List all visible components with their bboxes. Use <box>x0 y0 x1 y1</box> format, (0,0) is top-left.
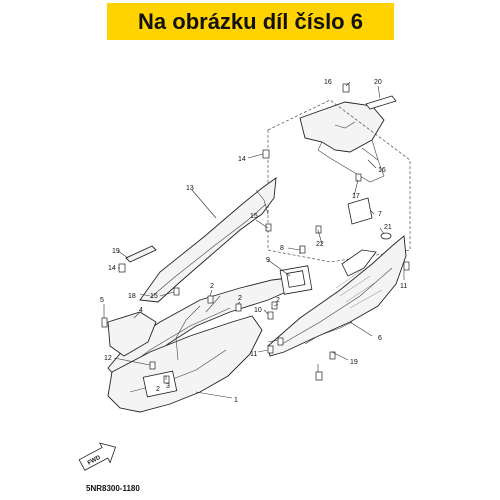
label-1: 1 <box>234 397 238 404</box>
assembly-outline-upper <box>267 99 411 263</box>
label-2-b: 2 <box>238 295 242 302</box>
label-15-lower: 15 <box>150 293 158 300</box>
part-labels: 16 20 14 16 17 13 15 7 21 22 8 9 19 14 1… <box>100 79 407 404</box>
fwd-arrow-icon: FWD <box>78 442 117 471</box>
label-19-right: 19 <box>350 359 358 366</box>
label-21: 21 <box>384 224 392 231</box>
label-22: 22 <box>316 241 324 248</box>
label-19-left: 19 <box>112 248 120 255</box>
label-14-top: 14 <box>238 156 246 163</box>
label-7: 7 <box>378 211 382 218</box>
part-9-handle-bracket[interactable] <box>279 265 313 295</box>
label-11-right: 11 <box>400 283 407 290</box>
label-16-right: 16 <box>378 167 386 174</box>
label-15-upper: 15 <box>250 213 258 220</box>
label-12: 12 <box>104 355 112 362</box>
label-6: 6 <box>378 335 382 342</box>
label-2-a: 2 <box>210 283 214 290</box>
part-20-emblem[interactable] <box>365 95 397 110</box>
leader-lines <box>103 81 405 399</box>
label-16-top: 16 <box>324 79 332 86</box>
label-5: 5 <box>100 297 104 304</box>
diagram-code: 5NR8300-1180 <box>86 484 140 493</box>
part-6-right-side-cover[interactable] <box>267 235 407 357</box>
label-3: 3 <box>166 383 170 390</box>
label-2-d: 2 <box>156 386 160 393</box>
label-20: 20 <box>374 79 382 86</box>
label-2-c: 2 <box>276 297 280 304</box>
label-13: 13 <box>186 185 194 192</box>
part-7-plate[interactable] <box>347 197 373 225</box>
banner-title: Na obrázku díl číslo 6 <box>138 8 363 34</box>
label-10: 10 <box>254 307 262 314</box>
label-11-left: 11 <box>250 351 257 358</box>
label-14-left: 14 <box>108 265 116 272</box>
part-19-strip[interactable] <box>125 245 157 263</box>
label-4: 4 <box>139 307 143 314</box>
label-8: 8 <box>280 245 284 252</box>
part-16-tail-cover[interactable] <box>299 101 385 183</box>
label-9: 9 <box>266 257 270 264</box>
label-18: 18 <box>128 293 136 300</box>
part-21-grommet[interactable] <box>380 232 392 240</box>
part-13-left-side-cover[interactable] <box>139 177 277 303</box>
label-17: 17 <box>352 193 360 200</box>
banner: Na obrázku díl číslo 6 <box>107 3 394 40</box>
